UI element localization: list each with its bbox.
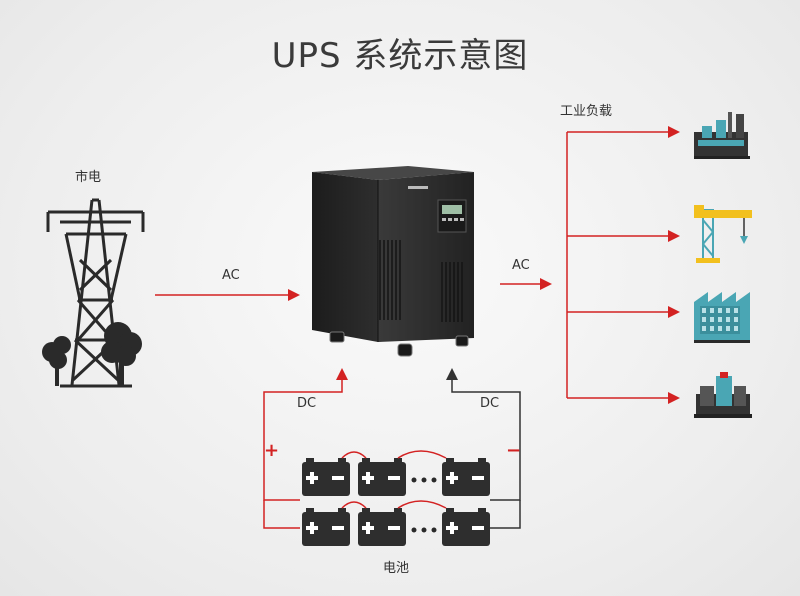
battery-icon	[302, 508, 350, 546]
ups-display-panel	[437, 199, 467, 233]
battery-bank	[302, 450, 490, 546]
refinery-icon	[694, 112, 750, 159]
dc-right-label: DC	[480, 396, 500, 411]
battery-icon	[442, 508, 490, 546]
battery-icon	[302, 458, 350, 496]
ac-input-arrow	[155, 289, 300, 301]
battery-label: 电池	[383, 561, 410, 576]
battery-icon	[358, 458, 406, 496]
positive-terminal-sign: +	[264, 440, 280, 461]
load-distribution-lines	[566, 126, 680, 404]
ups-wheels	[329, 331, 469, 357]
ups-brand-logo	[408, 186, 428, 189]
battery-interconnects	[341, 450, 447, 509]
negative-terminal-sign: −	[506, 440, 522, 461]
dc-return-line	[446, 368, 521, 529]
load-label: 工业负载	[560, 104, 613, 119]
ac-input-label: AC	[222, 268, 240, 283]
generator-plant-icon	[694, 372, 752, 418]
grid-label: 市电	[75, 170, 102, 185]
factory-icon	[694, 292, 750, 343]
crane-icon	[694, 205, 752, 263]
ups-lcd	[442, 205, 462, 214]
ac-output-arrow	[500, 278, 552, 290]
trees-icon	[42, 322, 142, 386]
ups-vent-right	[441, 262, 463, 322]
dc-left-label: DC	[297, 396, 317, 411]
page-title: UPS 系统示意图	[271, 36, 529, 76]
ac-output-label: AC	[512, 258, 530, 273]
battery-icon	[358, 508, 406, 546]
ups-cabinet-icon	[312, 166, 474, 357]
dc-charge-line	[263, 368, 348, 529]
ups-vent-left	[379, 240, 401, 320]
battery-icon	[442, 458, 490, 496]
battery-series-dots	[411, 477, 437, 533]
